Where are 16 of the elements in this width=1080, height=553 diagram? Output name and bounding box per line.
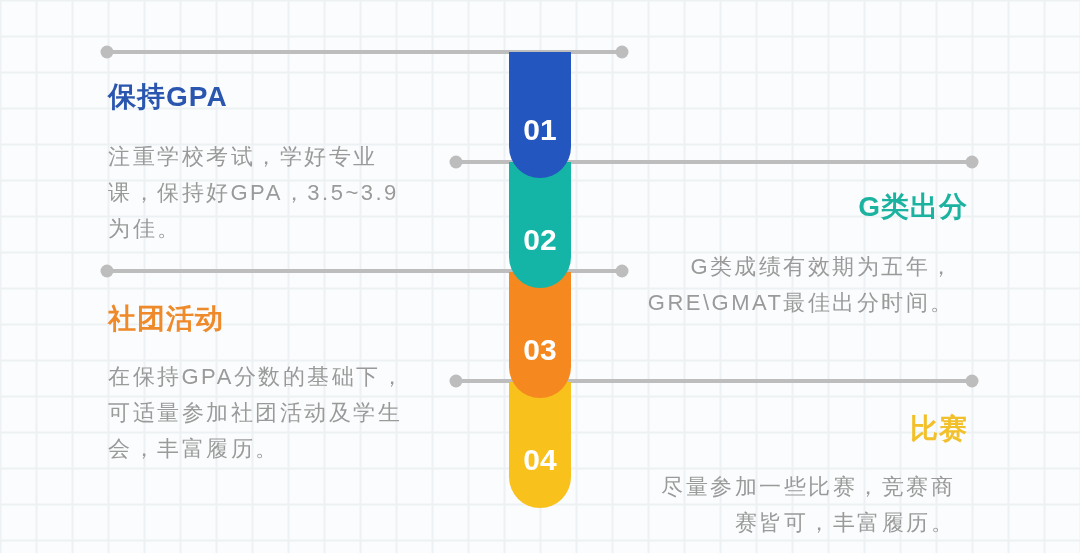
section-heading: 比赛	[910, 412, 968, 446]
step-segment	[509, 162, 571, 288]
step-number: 01	[522, 113, 558, 147]
section-heading: 社团活动	[108, 302, 224, 336]
step-number: 02	[522, 223, 558, 257]
section-description: G类成绩有效期为五年，GRE\GMAT最佳出分时间。	[646, 253, 955, 317]
section-heading: 保持GPA	[108, 80, 228, 114]
section-description: 尽量参加一些比赛，竞赛商赛皆可，丰富履历。	[660, 473, 955, 537]
step-segment	[509, 382, 571, 508]
step-number: 04	[522, 443, 558, 477]
section-heading: G类出分	[858, 190, 968, 224]
step-segment	[509, 52, 571, 178]
section-description: 注重学校考试，学好专业课，保持好GPA，3.5~3.9为佳。	[108, 143, 400, 243]
step-segment	[509, 272, 571, 398]
section-description: 在保持GPA分数的基础下，可适量参加社团活动及学生会，丰富履历。	[108, 363, 407, 463]
step-number: 03	[522, 333, 558, 367]
